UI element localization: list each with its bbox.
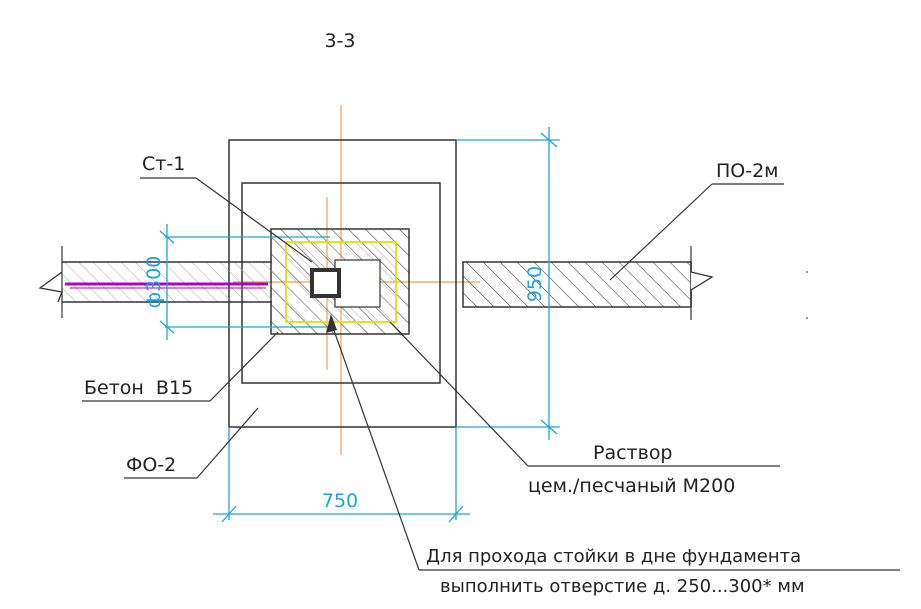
right-break-symbol [690, 262, 714, 307]
label-rastvor-1: Раствор [593, 442, 673, 464]
post-opening [334, 259, 381, 308]
label-st1: Ст-1 [142, 153, 185, 175]
leader-lines [82, 177, 900, 571]
label-po2m: ПО-2м [716, 160, 779, 182]
label-beton: Бетон B15 [84, 377, 193, 399]
dimension-height: 950 [524, 266, 546, 302]
note-line-2: выполнить отверстие д. 250...300* мм [440, 576, 805, 597]
dimension-width: 750 [322, 490, 358, 512]
section-title: 3-3 [324, 30, 355, 52]
dimension-lines [159, 127, 560, 523]
left-break-symbol [38, 271, 63, 303]
highlight-outline [285, 241, 397, 323]
label-rastvor-2: цем./песчаный М200 [528, 475, 735, 497]
dimension-pipe-diameter: ф300 [143, 256, 165, 309]
label-fo2: ФО-2 [126, 454, 176, 476]
leader-arrow [326, 314, 337, 333]
right-beam [462, 261, 692, 308]
note-line-1: Для прохода стойки в дне фундамента [426, 546, 801, 567]
post-st1 [310, 268, 341, 298]
